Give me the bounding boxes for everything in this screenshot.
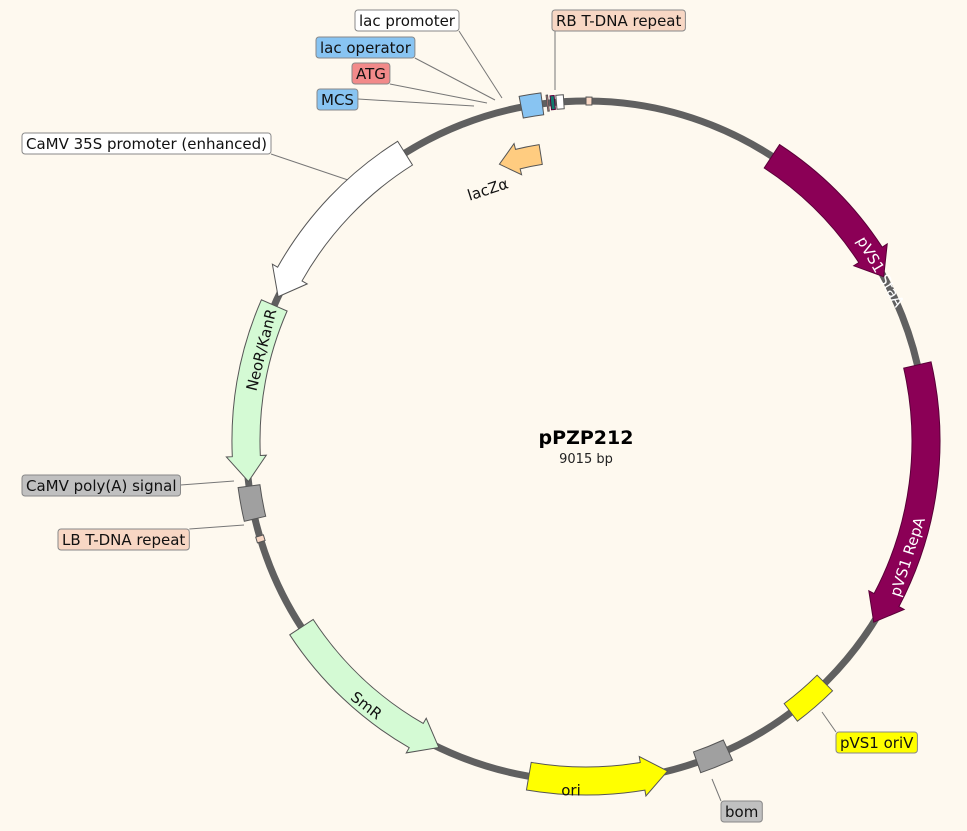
feature-pvs1-repa[interactable] [868, 361, 941, 623]
feature-pvs1-oriv[interactable] [783, 674, 834, 722]
feature-layer [225, 92, 941, 798]
callout-lb: LB T-DNA repeat [62, 531, 185, 549]
callout-box-lac-promoter [354, 9, 460, 32]
feature-mcs[interactable] [518, 92, 545, 119]
feature-lac-operator[interactable] [549, 94, 556, 111]
callout-box-rb [551, 9, 686, 32]
callout-atg: ATG [356, 65, 386, 83]
callout-box-camv-35s [21, 132, 272, 155]
callout-lines [180, 30, 837, 802]
leader-line-camv-35s [270, 153, 349, 181]
callout-box-lac-operator [315, 36, 416, 59]
feature-laczalpha[interactable] [498, 142, 543, 176]
feature-neor[interactable] [225, 299, 288, 483]
feature-lb[interactable] [255, 534, 266, 544]
callout-pvs1-oriv: pVS1 oriV [840, 734, 914, 752]
label-ori: ori [561, 782, 581, 800]
callout-box-mcs [316, 88, 359, 111]
callout-bom: bom [725, 803, 758, 821]
callout-rb: RB T-DNA repeat [556, 12, 681, 30]
callout-camv-polya: CaMV poly(A) signal [26, 477, 176, 495]
callout-mcs: MCS [321, 91, 354, 109]
leader-line-camv-polya [180, 480, 235, 486]
leader-line-lac-operator [414, 57, 496, 101]
feature-lac-promoter[interactable] [555, 94, 565, 110]
plasmid-name: pPZP212 [539, 427, 634, 449]
plasmid-length: 9015 bp [559, 452, 613, 467]
feature-rb[interactable] [585, 96, 593, 106]
callout-box-pvs1-oriv [835, 731, 918, 754]
leader-line-bom [711, 778, 722, 802]
feature-camv-35s[interactable] [271, 140, 414, 298]
feature-camv-polya[interactable] [237, 484, 267, 522]
callout-box-bom [720, 800, 763, 823]
feature-bom[interactable] [692, 739, 734, 774]
leader-line-lac-promoter [458, 30, 503, 99]
feature-pvs1-staa[interactable] [763, 143, 888, 278]
feature-smr[interactable] [289, 618, 440, 754]
callout-box-camv-polya [21, 474, 181, 497]
leader-line-atg [389, 83, 488, 104]
leader-line-lb [189, 524, 245, 530]
callout-camv-35s: CaMV 35S promoter (enhanced) [26, 135, 267, 153]
callout-box-atg [351, 62, 391, 85]
leader-line-mcs [357, 98, 475, 107]
feature-ori[interactable] [525, 755, 669, 798]
feature-atg[interactable] [545, 94, 550, 112]
callout-box-lb [57, 528, 190, 551]
callout-lac-promoter: lac promoter [359, 12, 456, 30]
leader-line-pvs1-oriv [821, 711, 837, 733]
callout-lac-operator: lac operator [320, 39, 412, 57]
